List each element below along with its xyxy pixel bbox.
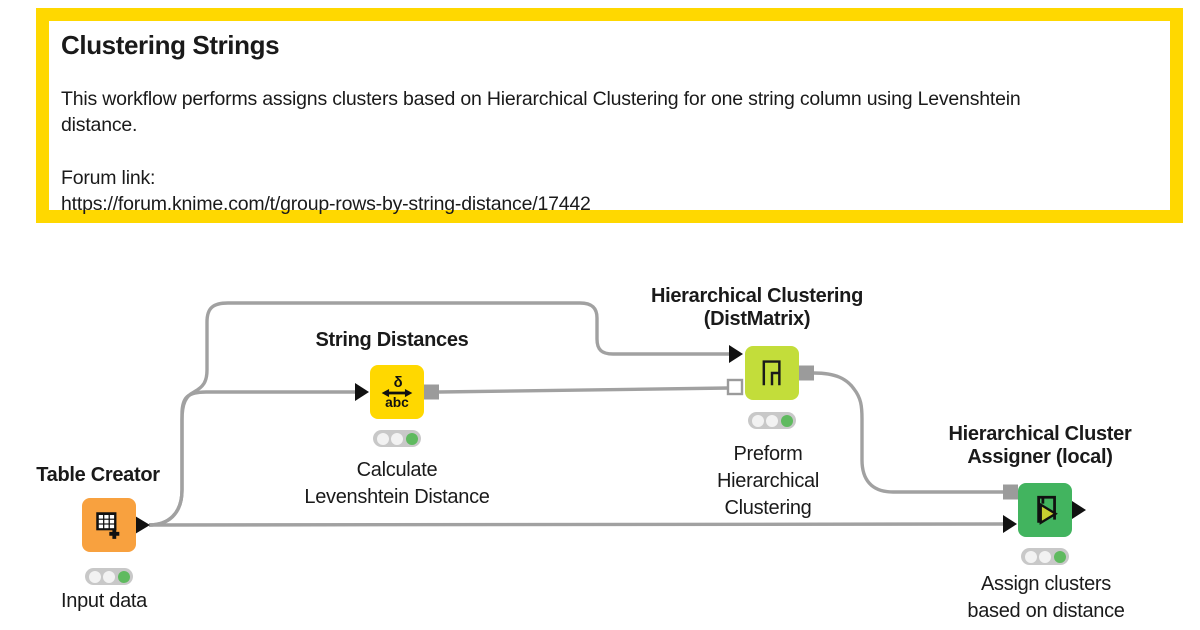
status-light-table-creator [85,568,133,585]
hierarchical-clustering-input-port-top[interactable] [729,345,743,363]
node-title-hierarchical-clustering: Hierarchical Clustering (DistMatrix) [650,285,864,330]
wire-hierarchical-clustering-to-cluster-assigner[interactable] [813,371,1004,494]
node-table-creator[interactable] [82,498,136,552]
node-annotation-string-distances: Calculate Levenshtein Distance [304,459,490,508]
status-dot-yellow [1039,550,1051,563]
annotation-forum-link: Forum link: https://forum.knime.com/t/gr… [61,167,591,215]
wire-string-distances-to-hierarchical-clustering[interactable] [438,386,730,394]
node-title-string-distances: String Distances [315,329,469,351]
node-title-table-creator: Table Creator [36,464,160,486]
status-light-string-distances [373,430,421,447]
hierarchical-clustering-input-port-bottom[interactable] [726,378,744,396]
string-distances-output-port[interactable] [424,384,439,400]
status-dot-green [117,570,130,583]
status-dot-yellow [103,570,115,583]
node-title-cluster-assigner: Hierarchical Cluster Assigner (local) [948,423,1132,468]
table-creator-output-port[interactable] [135,516,150,534]
node-annotation-hierarchical-clustering: Preform Hierarchical Clustering [717,443,819,519]
node-string-distances[interactable]: δ abc [370,365,424,419]
string-distance-icon: δ abc [381,375,413,410]
hierarchical-clustering-output-port[interactable] [799,365,814,381]
string-distances-input-port[interactable] [355,383,369,401]
wire-table-creator-to-cluster-assigner[interactable] [148,522,1005,527]
node-annotation-table-creator: Input data [61,590,147,612]
status-dot-red [88,570,101,583]
annotation-body-text: This workflow performs assigns clusters … [61,88,1021,136]
status-dot-yellow [766,414,778,427]
status-light-cluster-assigner [1021,548,1069,565]
annotation-title: Clustering Strings [61,30,280,60]
status-dot-red [1024,550,1037,563]
status-dot-yellow [391,432,403,445]
svg-text:abc: abc [385,395,409,410]
cluster-assigner-input-port-top[interactable] [1003,484,1018,500]
dendrogram-icon [762,360,781,386]
wire-table-creator-to-hierarchical-clustering[interactable] [148,301,730,527]
workflow-annotation-box: Clustering Strings This workflow perform… [36,8,1183,223]
cluster-assigner-icon [1037,495,1058,525]
status-light-hierarchical-clustering [748,412,796,429]
status-dot-red [751,414,764,427]
status-dot-green [405,432,418,445]
cluster-assigner-output-port[interactable] [1072,501,1086,519]
status-dot-green [1053,550,1066,563]
node-hierarchical-clustering[interactable] [745,346,799,400]
svg-text:δ: δ [394,375,403,391]
table-plus-icon [96,512,120,539]
status-dot-green [780,414,793,427]
status-dot-red [376,432,389,445]
node-annotation-cluster-assigner: Assign clusters based on distance [967,573,1125,622]
cluster-assigner-input-port-bottom[interactable] [1003,515,1017,533]
node-cluster-assigner[interactable] [1018,483,1072,537]
